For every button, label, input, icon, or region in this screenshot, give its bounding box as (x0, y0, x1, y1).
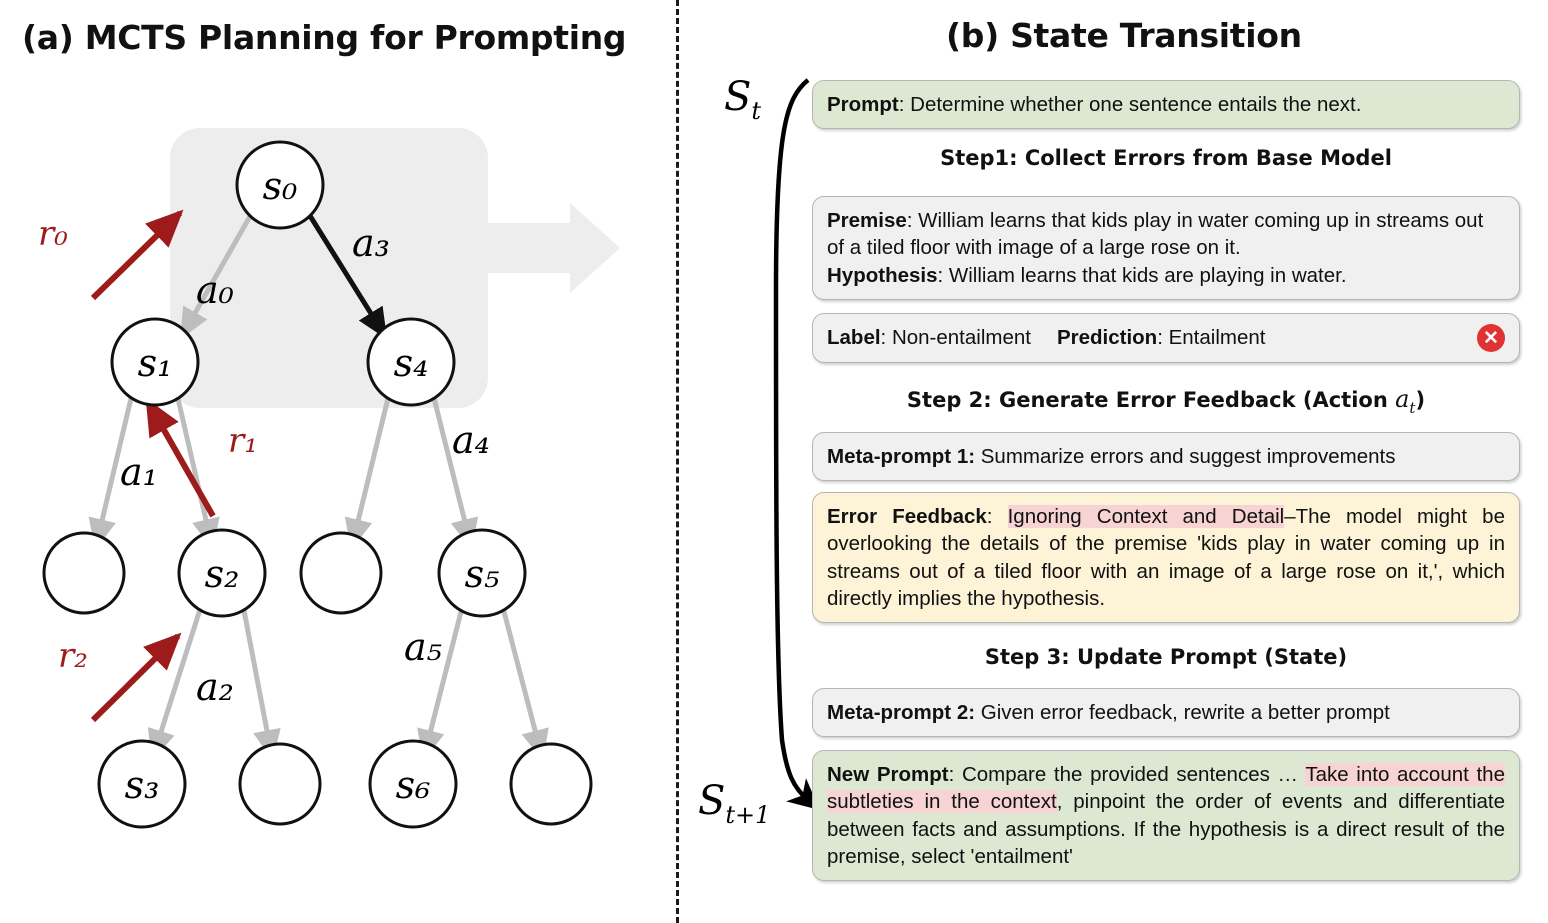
error-cross-icon: ✕ (1477, 324, 1505, 352)
tree-node-label-s4: s₄ (394, 341, 429, 385)
edge-label-a5: a₅ (404, 625, 442, 669)
hypothesis-line: Hypothesis: William learns that kids are… (827, 262, 1505, 289)
panel-b-title: (b) State Transition (946, 16, 1302, 55)
error-feedback-box: Error Feedback: Ignoring Context and Det… (812, 492, 1520, 623)
tree-node-label-s6: s₆ (396, 763, 431, 807)
mcts-tree-diagram: s₀ s₁ s₄ s₂ s₅ s₃ s₆ a₀ a₃ a₁ a₄ a₂ a₅ r… (38, 128, 620, 829)
tree-node-label-s0: s₀ (263, 164, 298, 208)
meta-prompt-1-key: Meta-prompt 1: (827, 445, 976, 468)
edge-label-a1: a₁ (120, 450, 158, 494)
new-prompt-box: New Prompt: Compare the provided sentenc… (812, 750, 1520, 881)
tree-node-label-s2: s₂ (205, 552, 240, 596)
tree-node-s5 (437, 528, 527, 618)
hypothesis-text: : William learns that kids are playing i… (937, 263, 1347, 287)
tree-node-s1 (110, 317, 200, 407)
state-label-current: St (724, 74, 762, 125)
tree-nodes: s₀ s₁ s₄ s₂ s₅ s₃ s₆ (42, 140, 593, 829)
meta-prompt-2-key: Meta-prompt 2: (827, 701, 976, 724)
edge-label-a0: a₀ (196, 268, 234, 312)
edge-label-a4: a₄ (452, 418, 490, 462)
tree-edges (88, 209, 549, 761)
premise-line: Premise: William learns that kids play i… (827, 207, 1505, 262)
tree-node-label-s1: s₁ (138, 341, 173, 385)
reward-label-r2: r₂ (58, 636, 88, 676)
state-label-next: St+1 (698, 778, 771, 829)
hypothesis-key: Hypothesis (827, 263, 938, 287)
step2-heading: Step 2: Generate Error Feedback (Action … (906, 385, 1426, 417)
tree-node-label-s5: s₅ (465, 552, 500, 596)
error-feedback-rest: –The model might be overlooking the deta… (827, 505, 1505, 610)
reward-label-r1: r₁ (228, 421, 258, 461)
tree-node-empty-1 (42, 531, 126, 615)
tree-node-empty-2 (299, 531, 383, 615)
meta-prompt-2-box: Meta-prompt 2: Given error feedback, rew… (812, 688, 1520, 738)
new-prompt-post: , pinpoint the order of events and diffe… (827, 790, 1505, 868)
current-prompt-text: : Determine whether one sentence entails… (898, 93, 1362, 116)
tree-node-s2 (177, 528, 267, 618)
premise-text: : William learns that kids play in water… (827, 209, 1484, 260)
tree-node-label-s3: s₃ (125, 763, 160, 807)
step2-action-var: at (1395, 385, 1416, 417)
meta-prompt-2-text: Given error feedback, rewrite a better p… (975, 701, 1390, 724)
step3-heading: Step 3: Update Prompt (State) (984, 645, 1348, 669)
edge-label-a2: a₂ (196, 665, 234, 709)
tree-node-s6 (368, 739, 458, 829)
tree-node-empty-4 (509, 742, 593, 826)
panel-divider (676, 0, 679, 923)
meta-prompt-1-box: Meta-prompt 1: Summarize errors and sugg… (812, 432, 1520, 482)
panel-a-title: (a) MCTS Planning for Prompting (22, 18, 627, 57)
tree-node-empty-3 (238, 742, 322, 826)
state-transition-connector-arrow (773, 78, 820, 810)
edge-label-a3: a₃ (352, 221, 390, 265)
error-feedback-colon: : (986, 505, 1008, 528)
reward-label-r0: r₀ (38, 214, 68, 254)
model-prediction: Prediction: Entailment (1056, 326, 1266, 350)
error-feedback-highlight: Ignoring Context and Detail (1007, 505, 1285, 528)
step1-heading: Step1: Collect Errors from Base Model (940, 146, 1392, 170)
tree-node-s3 (97, 739, 187, 829)
meta-prompt-1-text: Summarize errors and suggest improvement… (975, 445, 1396, 468)
new-prompt-pre: : Compare the provided sentences … (948, 763, 1306, 786)
current-prompt-box: Prompt: Determine whether one sentence e… (812, 80, 1520, 130)
label-prediction-box: Label: Non-entailment Prediction: Entail… (812, 313, 1520, 363)
new-prompt-key: New Prompt (827, 763, 949, 786)
reward-arrows (90, 209, 216, 723)
error-feedback-key: Error Feedback (827, 505, 987, 528)
premise-hypothesis-box: Premise: William learns that kids play i… (812, 196, 1520, 300)
tree-action-labels: a₀ a₃ a₁ a₄ a₂ a₅ (120, 221, 490, 709)
premise-key: Premise (827, 209, 907, 232)
tree-node-s0 (235, 140, 325, 230)
current-prompt-key: Prompt (827, 93, 899, 116)
gold-label: Label: Non-entailment (827, 326, 1031, 350)
tree-node-s4 (366, 317, 456, 407)
tree-reward-labels: r₀ r₁ r₂ (38, 214, 258, 676)
